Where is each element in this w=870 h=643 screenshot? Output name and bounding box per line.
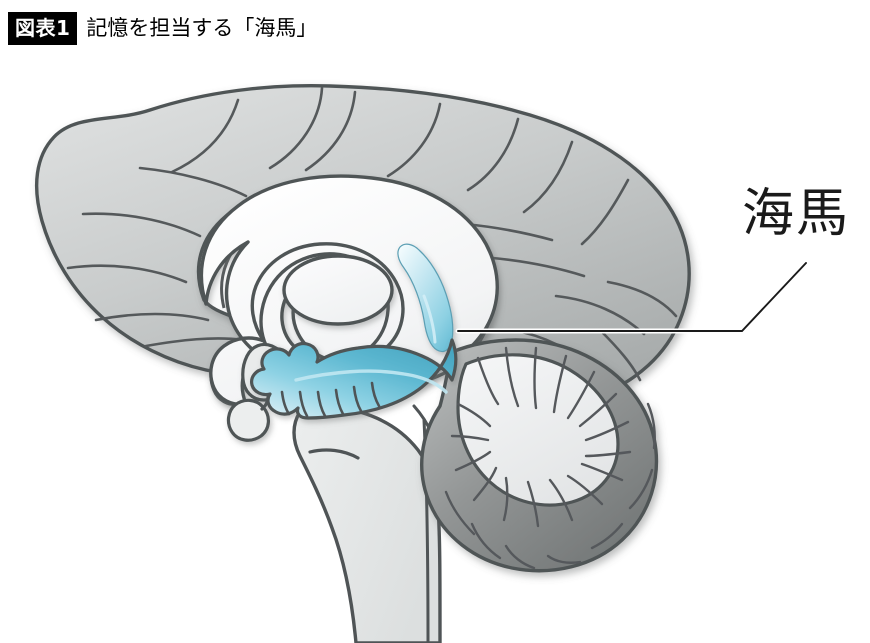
cerebellum-group (420, 338, 659, 573)
figure-header: 図表1 記憶を担当する「海馬」 (8, 11, 317, 45)
thalamus (282, 254, 394, 326)
page-title: 記憶を担当する「海馬」 (86, 15, 318, 40)
hippocampus-group (250, 243, 458, 420)
hippocampus-groove-upper (422, 294, 437, 344)
brainstem-midbrain-notch (308, 448, 360, 460)
hippocampus-callout-label: 海馬 (742, 184, 851, 244)
brainstem-group (292, 404, 442, 643)
mammillary-body (226, 398, 270, 442)
hippocampus-groove (294, 369, 448, 394)
leader-line (457, 262, 807, 332)
figure-number-badge: 図表1 (8, 11, 78, 45)
hippocampus-body (250, 338, 458, 420)
hippocampal-digitations (280, 381, 381, 418)
callout-leader-line (455, 262, 807, 334)
cortical-sulci (66, 86, 678, 382)
cerebellum-arbor-vitae (456, 353, 620, 507)
brainstem (292, 405, 442, 643)
cerebellar-folia (444, 346, 656, 570)
